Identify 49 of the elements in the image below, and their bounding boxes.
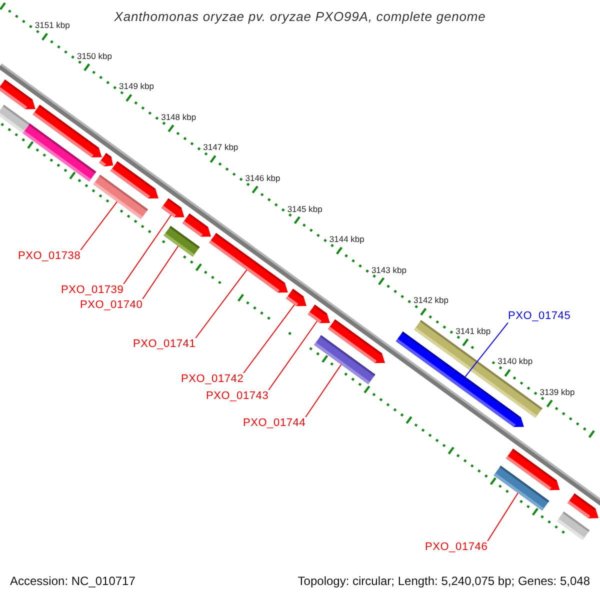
leader-line <box>268 320 318 390</box>
gene-block <box>182 214 212 237</box>
gene-block <box>556 512 590 540</box>
leader-line <box>305 364 342 418</box>
scale-label: 3140 kbp <box>498 358 533 368</box>
gene-block <box>0 104 30 134</box>
leader-line <box>123 214 172 284</box>
gene-block <box>308 304 330 324</box>
gene-block <box>568 493 599 518</box>
scale-label: 3144 kbp <box>329 235 364 246</box>
scale-label: 3142 kbp <box>414 296 448 306</box>
scale-label: 3148 kbp <box>161 113 196 123</box>
gene-block <box>209 232 288 293</box>
gene-label: PXO_01746 <box>425 541 488 554</box>
leader-line <box>142 246 179 300</box>
title: Xanthomonas oryzae pv. oryzae PXO99A, complete genome <box>113 10 487 25</box>
gene-block <box>164 226 200 257</box>
scale-label: 3146 kbp <box>245 174 280 184</box>
leader-line <box>195 269 248 338</box>
gene-block <box>99 153 114 167</box>
gene-block <box>32 104 102 158</box>
gene-block <box>161 198 184 218</box>
gene-label: PXO_01739 <box>61 284 124 297</box>
gene-block <box>0 80 36 110</box>
gene-label: PXO_01745 <box>508 310 571 323</box>
scale-label: 3145 kbp <box>287 204 322 214</box>
gene-label: PXO_01744 <box>243 417 306 430</box>
leader-line <box>464 322 508 378</box>
scale-label: 3143 kbp <box>371 266 406 276</box>
gene-label: PXO_01741 <box>133 338 196 351</box>
footer-text: Topology: circular; Length: 5,240,075 bp; Genes: 5,048 <box>298 575 590 589</box>
leader-line <box>80 201 118 250</box>
gene-label: PXO_01740 <box>80 299 143 312</box>
leader-line <box>487 492 518 542</box>
scale-label: 3149 kbp <box>119 82 154 92</box>
gene-label: PXO_01742 <box>181 373 244 386</box>
leader-line <box>243 304 295 374</box>
gene-label: PXO_01743 <box>206 390 269 403</box>
gene-block <box>328 319 385 364</box>
gene-block <box>110 161 158 199</box>
scale-label: 3139 kbp <box>540 388 575 398</box>
gene-block <box>286 288 306 306</box>
scale-label: 3150 kbp <box>76 52 112 62</box>
scale-label: 3147 kbp <box>203 144 238 154</box>
gene-label: PXO_01738 <box>18 250 81 263</box>
gene-block <box>494 466 550 511</box>
footer-text: Accession: NC_010717 <box>10 575 136 589</box>
scale-label: 3151 kbp <box>34 21 70 32</box>
scale-label: 3141 kbp <box>456 326 491 337</box>
